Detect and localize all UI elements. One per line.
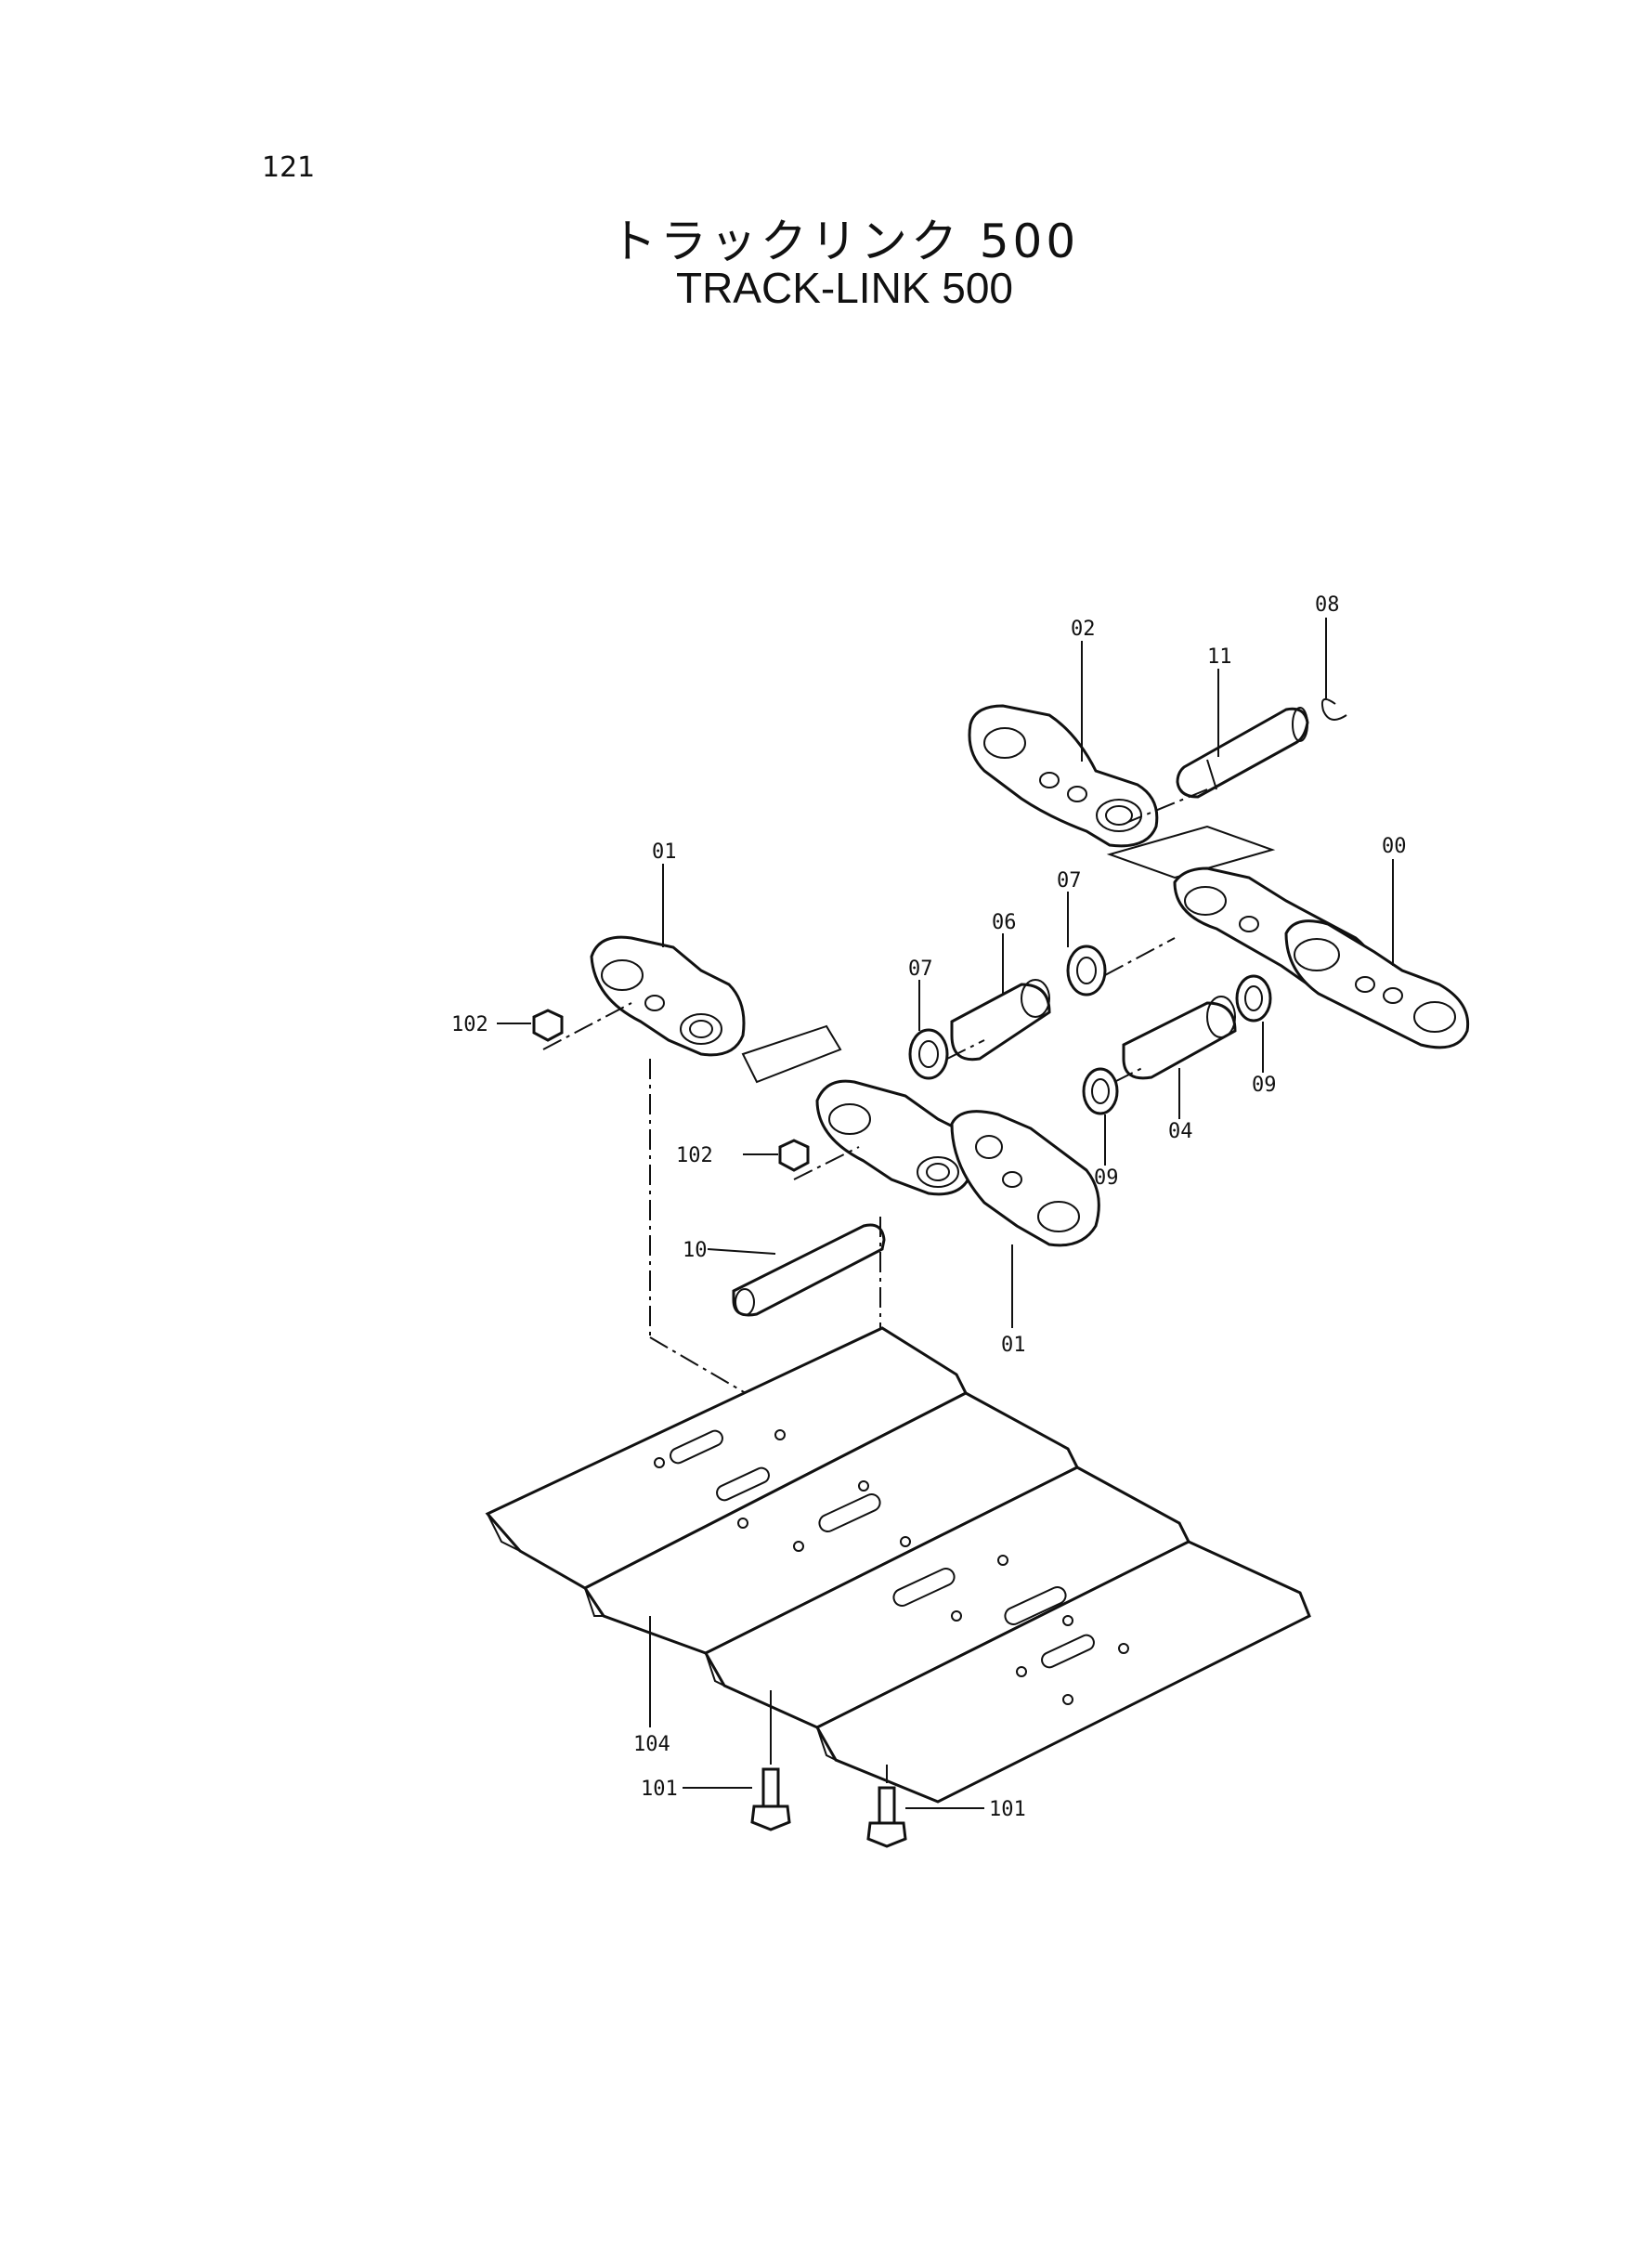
seal-09-right [1235, 974, 1272, 1023]
bushing-04 [1122, 996, 1237, 1080]
track-shoes-104 [485, 1326, 1311, 1804]
callout-09-right: 09 [1252, 1074, 1277, 1097]
callout-06: 06 [992, 911, 1017, 934]
nut-102-top [532, 1009, 564, 1042]
callout-102-top: 102 [451, 1013, 488, 1036]
bolt-101-left [750, 1767, 791, 1831]
leader-lines [497, 618, 1394, 1809]
callout-101-right: 101 [989, 1798, 1026, 1821]
link-01-left [590, 935, 746, 1057]
callout-11: 11 [1207, 645, 1232, 669]
callout-02: 02 [1071, 618, 1096, 641]
link-01-center [815, 1079, 1100, 1247]
callout-00: 00 [1382, 835, 1407, 858]
callout-102-mid: 102 [676, 1144, 713, 1167]
seal-09-left [1082, 1067, 1119, 1115]
callout-104: 104 [633, 1733, 670, 1756]
bushing-06 [950, 979, 1051, 1062]
callout-101-left: 101 [641, 1778, 678, 1801]
callout-07-right: 07 [1057, 869, 1082, 892]
callout-04: 04 [1168, 1120, 1193, 1143]
nut-102-mid [778, 1139, 810, 1172]
callout-09-left: 09 [1094, 1166, 1119, 1190]
title-english: TRACK-LINK 500 [675, 264, 1013, 312]
link-plate-upper [1106, 825, 1276, 879]
link-plate-left [741, 1024, 842, 1084]
page-number: 121 [262, 151, 316, 184]
callout-01-bottom: 01 [1001, 1334, 1026, 1357]
title-japanese: トラックリンク 500 [609, 215, 1080, 268]
callout-07-left: 07 [908, 958, 933, 981]
callout-08: 08 [1315, 593, 1340, 617]
pin-10 [732, 1223, 886, 1317]
snap-ring-08 [1320, 697, 1347, 721]
pin-11 [1176, 707, 1309, 799]
link-00 [1173, 866, 1470, 1049]
link-02 [968, 704, 1159, 848]
bolt-101-right [866, 1786, 907, 1848]
callout-01-left: 01 [652, 840, 677, 864]
callout-10: 10 [683, 1239, 708, 1262]
seal-07-left [908, 1028, 949, 1080]
seal-07-right [1066, 945, 1107, 997]
